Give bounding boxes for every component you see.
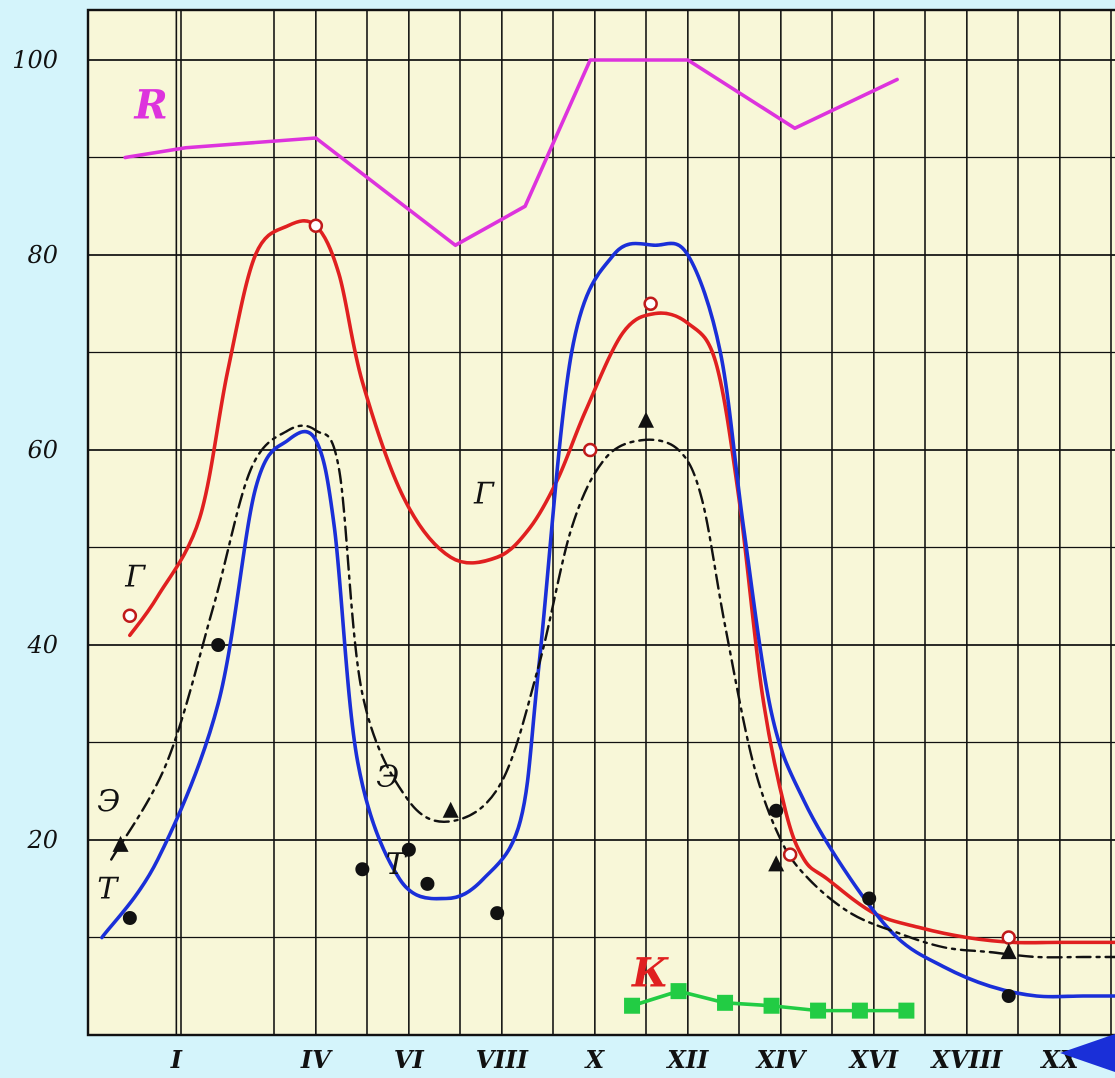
t-marker	[355, 862, 370, 877]
e-marker	[768, 855, 785, 872]
annotation-label: R	[134, 82, 168, 129]
y-tick-label: 80	[27, 241, 58, 269]
t-marker	[401, 842, 416, 857]
series-lines	[100, 58, 1115, 1019]
series-line-R	[123, 58, 899, 248]
e-marker	[1000, 943, 1017, 960]
annotations: R Г Г Э Э Т Т К	[97, 82, 669, 997]
grid	[86, 8, 1115, 1037]
annotation-label: Э	[97, 784, 120, 819]
annotation-label: Г	[124, 560, 146, 595]
annotation-label: Г	[473, 477, 495, 512]
k-marker	[851, 1002, 868, 1019]
annotation-label: Э	[376, 759, 399, 794]
blue-arrow-icon	[1060, 1034, 1115, 1072]
t-marker	[862, 891, 877, 906]
series-line-Т	[100, 241, 1115, 999]
t-marker	[1001, 989, 1016, 1003]
data-markers	[112, 218, 1017, 1003]
x-tick-label: XIV	[755, 1045, 808, 1074]
annotation-label: Т	[97, 872, 119, 907]
t-marker	[211, 638, 226, 652]
plot-frame	[86, 8, 1115, 1037]
k-marker	[763, 997, 780, 1014]
y-tick-label: 40	[26, 631, 58, 659]
x-tick-label: XVI	[848, 1045, 899, 1074]
x-tick-label: I	[170, 1045, 183, 1074]
e-marker	[112, 835, 129, 852]
t-marker	[122, 911, 137, 925]
x-tick-label: VI	[394, 1045, 425, 1074]
y-tick-labels: 20 40 60 80 100	[12, 46, 58, 854]
k-marker	[898, 1002, 915, 1019]
e-marker	[442, 801, 459, 818]
x-tick-label: X	[584, 1045, 606, 1074]
g-marker	[643, 296, 658, 311]
y-tick-label: 20	[26, 826, 58, 854]
t-marker	[490, 906, 505, 921]
x-tick-label: XII	[665, 1045, 709, 1074]
t-marker	[420, 876, 435, 891]
annotation-label: К	[631, 949, 669, 996]
y-tick-label: 60	[27, 436, 58, 464]
x-tick-label: IV	[300, 1045, 333, 1074]
k-marker	[624, 997, 641, 1014]
g-marker	[1001, 930, 1016, 945]
plot-area	[88, 10, 1115, 1035]
series-line-Э	[110, 424, 1115, 959]
k-marker	[717, 994, 734, 1011]
x-tick-label: VIII	[476, 1045, 529, 1074]
k-marker	[810, 1002, 827, 1019]
t-marker	[769, 803, 784, 818]
y-tick-label: 100	[12, 46, 58, 74]
x-tick-label: XVIII	[929, 1045, 1003, 1074]
annotation-label: Т	[386, 847, 408, 882]
g-marker	[782, 847, 798, 862]
g-marker	[308, 218, 324, 233]
series-line-Г	[128, 219, 1115, 945]
k-marker	[670, 983, 687, 1000]
e-marker	[638, 411, 654, 428]
g-marker	[582, 442, 598, 458]
g-marker	[122, 608, 138, 623]
